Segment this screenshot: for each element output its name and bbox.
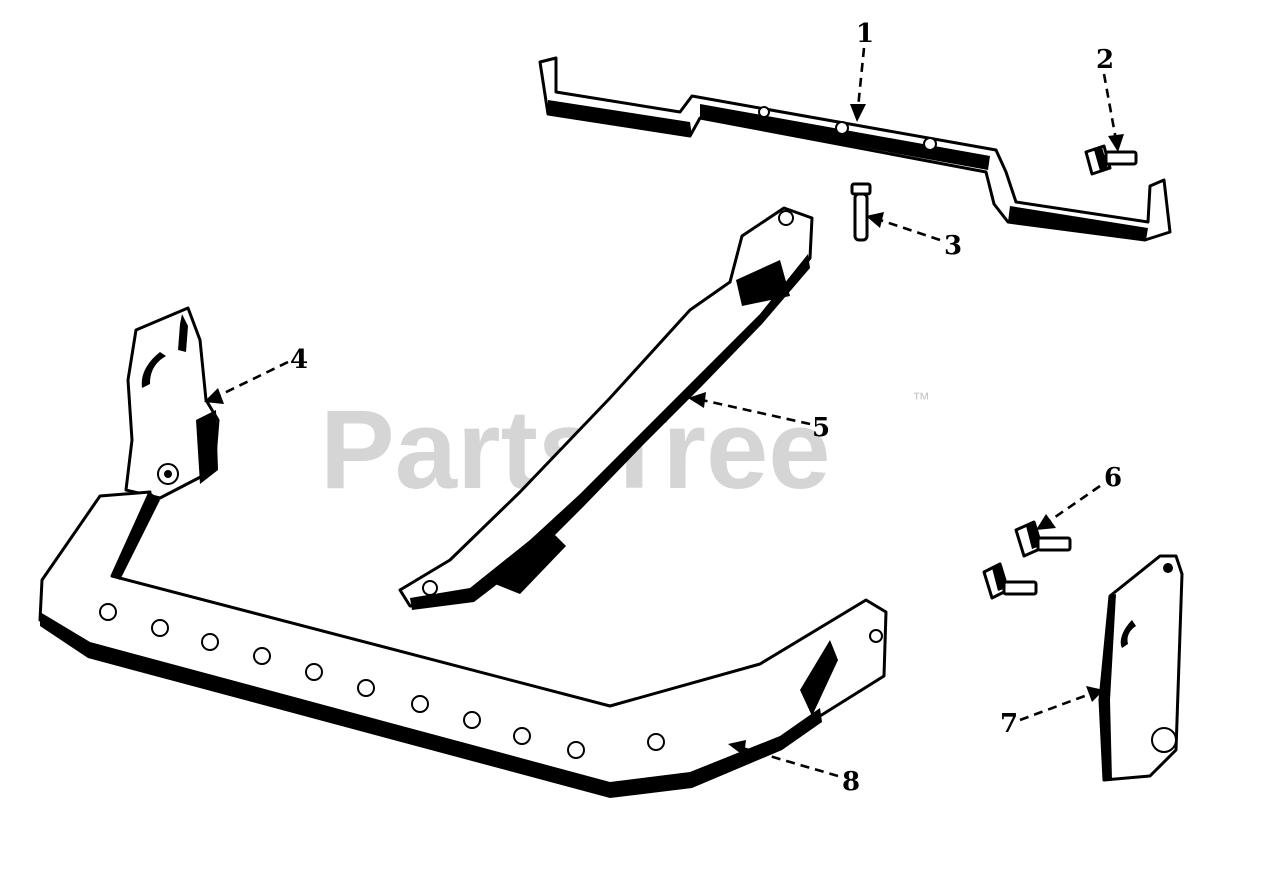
callout-2: 2: [1096, 45, 1114, 75]
callout-1: 1: [856, 19, 874, 49]
callout-labels: 1 2 3 4 5 6 7 8: [290, 19, 1122, 797]
callout-5: 5: [812, 413, 830, 443]
part-7-side-plate[interactable]: [1098, 554, 1184, 782]
part-2-bolt[interactable]: [1084, 144, 1138, 176]
callout-4: 4: [290, 345, 308, 375]
watermark-trademark: ™: [912, 389, 930, 409]
part-1-bracket-bar[interactable]: [538, 56, 1172, 242]
part-6-bolts[interactable]: [982, 520, 1072, 600]
part-5-tie-bar[interactable]: [398, 206, 814, 610]
part-3-pin[interactable]: [850, 182, 872, 242]
callout-3: 3: [944, 231, 962, 261]
part-8-drawbar-frame[interactable]: [38, 490, 888, 798]
callout-8: 8: [842, 767, 860, 797]
callout-7: 7: [1000, 709, 1018, 739]
callout-6: 6: [1104, 463, 1122, 493]
part-4-hitch-bracket[interactable]: [124, 306, 220, 500]
callout-leaders: [204, 47, 1124, 778]
